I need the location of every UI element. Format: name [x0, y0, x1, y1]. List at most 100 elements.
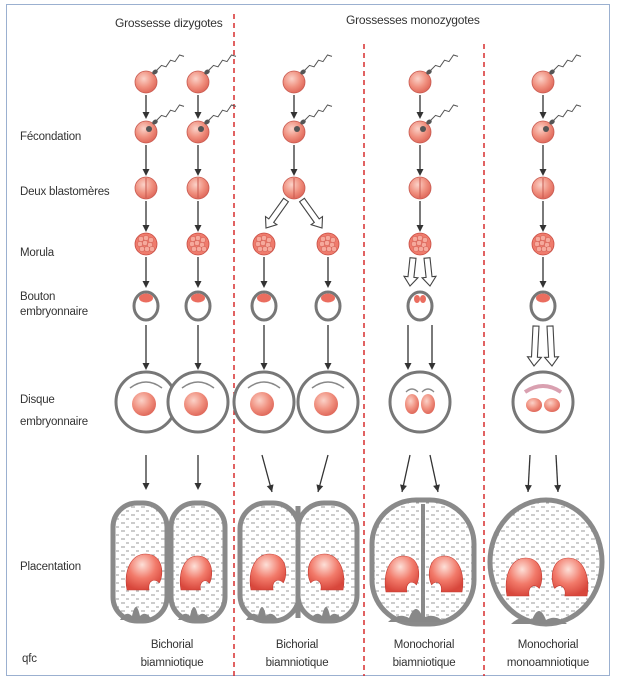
stage-morula: Morula	[20, 247, 55, 259]
morula-0-blastomere-6	[139, 246, 144, 251]
morula-4-blastomere-8	[423, 246, 428, 251]
stage-bouton-1: Bouton	[20, 291, 55, 303]
arrow-r2-0-head	[143, 169, 150, 176]
morula-5-blastomere-8	[546, 246, 551, 251]
arrow-r5-0-head	[143, 363, 150, 370]
arrow-r2-2-head	[291, 169, 298, 176]
bouton-1-icm	[191, 294, 205, 303]
stage-bouton-2: embryonnaire	[20, 306, 88, 318]
arrow-r6-0-head	[143, 483, 150, 490]
morula-5-blastomere-0	[535, 236, 540, 241]
caption-col3-line2: biamniotique	[393, 657, 456, 669]
bouton-0-icm	[139, 294, 153, 303]
disc-4-embryo-a	[405, 394, 419, 414]
arrow-r4-2-head	[261, 281, 268, 288]
morula-1-blastomere-2	[200, 237, 205, 242]
morula-1-blastomere-6	[191, 246, 196, 251]
arrow-r6-1-head	[195, 483, 202, 490]
arrow-r5-1-head	[195, 363, 202, 370]
stage-placentation: Placentation	[20, 561, 81, 573]
morula-5-blastomere-1	[540, 235, 545, 240]
arrow-r1-1-head	[195, 112, 202, 119]
sperm-approach-e-tail	[554, 55, 581, 70]
morula-4-blastomere-7	[418, 246, 423, 251]
split-arrow-col3-right	[422, 258, 436, 286]
morula-5-blastomere-6	[536, 246, 541, 251]
credit: qfc	[22, 653, 37, 665]
morula-1-blastomere-0	[190, 236, 195, 241]
morula-2-blastomere-6	[257, 246, 262, 251]
morula-4-blastomere-3	[411, 241, 416, 246]
morula-4-blastomere-4	[416, 240, 421, 245]
morula-2-blastomere-4	[260, 240, 265, 245]
arrow-r3-4-head	[540, 225, 547, 232]
arrow-r2-1-head	[195, 169, 202, 176]
morula-5-blastomere-7	[541, 246, 546, 251]
zygote-0-nucleus	[146, 126, 152, 132]
morula-4-blastomere-1	[417, 235, 422, 240]
arrow-r5-3-head	[325, 363, 332, 370]
arrow-r6-4a-head	[400, 484, 407, 492]
split-arrow-col3-left	[404, 258, 418, 286]
arrow-r5-2-head	[261, 363, 268, 370]
caption-col1-line2: biamniotique	[141, 657, 204, 669]
sperm-fert-0-tail	[157, 105, 184, 120]
arrow-r3-0-head	[143, 225, 150, 232]
disc-5-embryo-a	[526, 398, 542, 412]
disc-3-embryo	[314, 392, 338, 416]
zygote-2-nucleus	[294, 126, 300, 132]
morula-3-blastomere-4	[324, 240, 329, 245]
morula-3-blastomere-1	[325, 235, 330, 240]
disc-1-embryo	[184, 392, 208, 416]
arrow-r5-4a-head	[405, 363, 412, 370]
morula-1-blastomere-4	[194, 240, 199, 245]
disc-5	[513, 372, 573, 432]
morula-0-blastomere-7	[144, 246, 149, 251]
arrow-r2-3-head	[417, 169, 424, 176]
sperm-approach-a-tail	[157, 55, 184, 70]
arrow-r4-5-head	[540, 281, 547, 288]
morula-1-blastomere-7	[196, 246, 201, 251]
split-arrow-col4-left	[528, 326, 542, 366]
arrow-r5-4b-head	[429, 363, 436, 370]
morula-0-blastomere-4	[142, 240, 147, 245]
sperm-approach-d-tail	[431, 55, 458, 70]
sac-col4	[490, 500, 602, 624]
sperm-approach-b-tail	[209, 55, 236, 70]
arrow-r1-4-head	[540, 112, 547, 119]
morula-4-blastomere-0	[412, 236, 417, 241]
arrow-r6-5b-head	[554, 485, 561, 492]
caption-col4-line2: monoamniotique	[507, 657, 589, 669]
arrow-r1-0-head	[143, 112, 150, 119]
morula-0-blastomere-8	[149, 246, 154, 251]
arrow-r6-3-head	[316, 484, 323, 492]
morula-5-blastomere-4	[539, 240, 544, 245]
morula-2-blastomere-2	[266, 237, 271, 242]
disc-2-embryo	[250, 392, 274, 416]
sperm-approach-c-tail	[305, 55, 332, 70]
arrow-r6-4b-head	[433, 484, 440, 492]
disc-4-embryo-b	[421, 394, 435, 414]
morula-3-blastomere-7	[326, 246, 331, 251]
arrow-r2-4-head	[540, 169, 547, 176]
morula-0-blastomere-2	[148, 237, 153, 242]
morula-1-blastomere-1	[195, 235, 200, 240]
arrow-r6-5a-head	[525, 485, 532, 492]
morula-3-blastomere-3	[319, 241, 324, 246]
split-arrow-left	[266, 198, 289, 228]
morula-2-blastomere-1	[261, 235, 266, 240]
arrow-r1-2-head	[291, 112, 298, 119]
header-dizygotic: Grossesse dizygotes	[115, 16, 223, 30]
morula-0-blastomere-3	[137, 241, 142, 246]
split-arrow-right	[300, 198, 323, 228]
morula-4-blastomere-2	[422, 237, 427, 242]
morula-0-blastomere-0	[138, 236, 143, 241]
diagram-drawing	[113, 55, 602, 624]
arrow-r4-0-head	[143, 281, 150, 288]
stage-fecondation: Fécondation	[20, 131, 81, 143]
sperm-fert-2-tail	[305, 105, 332, 120]
arrow-r3-3-head	[417, 225, 424, 232]
arrow-r4-1-head	[195, 281, 202, 288]
morula-2-blastomere-8	[267, 246, 272, 251]
morula-0-blastomere-1	[143, 235, 148, 240]
